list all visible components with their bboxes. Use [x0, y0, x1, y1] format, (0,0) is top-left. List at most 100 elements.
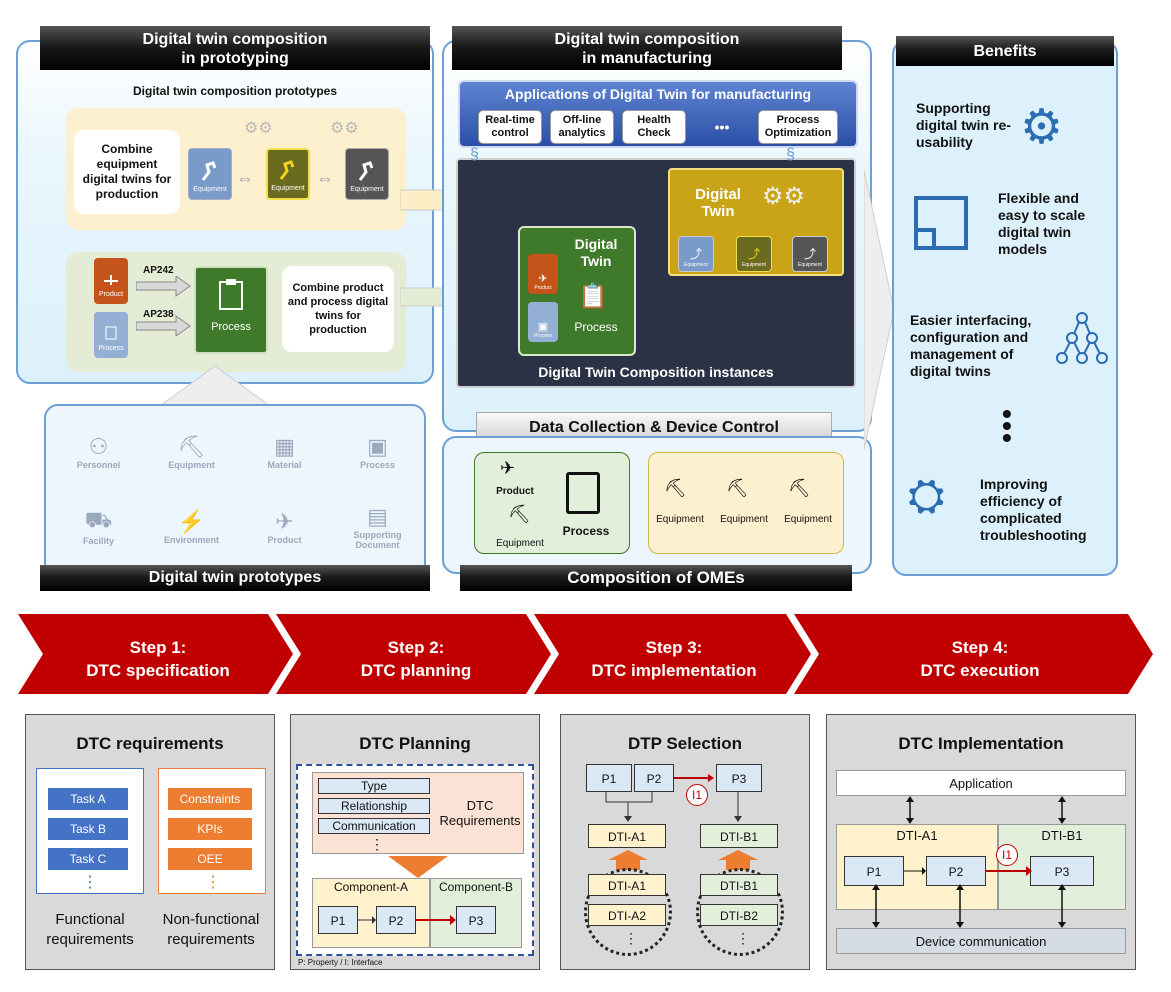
plan-p1: P1: [318, 906, 358, 934]
bidirectional-arrow-icon: ⇔: [236, 168, 254, 188]
nonfunctional-label: Non-functional requirements: [162, 911, 260, 948]
task-c: Task C: [48, 848, 128, 870]
impl-interface: I1: [996, 844, 1018, 866]
prototypes-footer: Digital twin prototypes: [40, 565, 430, 591]
steps-bar: [18, 614, 1153, 694]
functional-label: Functional requirements: [46, 911, 134, 948]
gear-cycle-icon: ⚙: [1020, 101, 1064, 154]
robot-arm-icon: ⤴: [803, 247, 816, 261]
robot-arm-icon: ⤴: [689, 247, 702, 261]
robot-arm-icon: ⛏: [726, 478, 749, 498]
robot-arm-icon: [279, 160, 295, 180]
impl-dti-b1-label: DTI-B1: [1041, 828, 1083, 843]
equipment-twin-gold: Equipment: [266, 148, 310, 200]
down-arrow: [388, 856, 448, 878]
sel-dti-b1-candidate: DTI-B1: [700, 874, 778, 896]
sel-dti-a1: DTI-A1: [588, 824, 666, 848]
facility-icon: ⛟: [84, 507, 113, 532]
vehicle-plane-icon: [104, 275, 118, 285]
nonfunctional-more: ⋮: [205, 874, 221, 891]
plan-communication: Communication: [318, 818, 430, 834]
ap238-label: AP238: [143, 309, 174, 320]
ome-product: Product: [496, 486, 534, 497]
impl-application: Application: [836, 770, 1126, 796]
step-3: Step 3:DTC implementation: [591, 638, 757, 680]
ome-right-box: [648, 452, 844, 554]
impl-device-comm: Device communication: [836, 928, 1126, 954]
combine-equipment-text: Combine equipment digital twins for prod…: [74, 130, 180, 214]
green-product: ✈Product: [528, 254, 558, 294]
plan-more: ⋮: [370, 836, 384, 852]
ome-left-box: [474, 452, 630, 554]
impl-lines: [872, 796, 1066, 928]
benefit-chevron: [864, 170, 895, 450]
environment-item: ⚡Environment: [163, 508, 219, 545]
prototypes-panel: [44, 404, 426, 578]
equipment-twin-title: Digital Twin: [695, 186, 741, 220]
small-equipment-gold: ⤴Equipment: [736, 236, 772, 272]
sel-circle-a: [584, 868, 672, 956]
functional-more: ⋮: [82, 874, 98, 891]
sel-lines: [605, 774, 742, 822]
impl-dti-a1-label: DTI-A1: [896, 828, 938, 843]
process-item: ▣Process: [359, 433, 396, 470]
environment-icon: ⚡: [177, 508, 206, 534]
robot-arm-icon: ⛏: [788, 478, 811, 498]
ome-process: Process: [562, 524, 610, 538]
benefit-1: Supporting digital twin re-usability: [916, 100, 1011, 150]
task-a: Task A: [48, 788, 128, 810]
process-twin-big: Process: [194, 266, 268, 354]
plan-p2: P2: [376, 906, 416, 934]
component-a-label: Component-A: [333, 880, 409, 894]
prototyping-header: Digital twin composition in prototyping: [40, 26, 430, 70]
ome-equipment-2: Equipment: [720, 514, 768, 525]
green-twin-title: Digital Twin: [574, 236, 618, 269]
implementation-title: DTC Implementation: [898, 734, 1064, 753]
impl-p1: P1: [844, 856, 904, 886]
plan-arrows: [358, 915, 456, 925]
green-process-label: Process: [574, 320, 618, 334]
robot-arm-icon: [201, 161, 217, 181]
sel-dti-b2: DTI-B2: [700, 904, 778, 926]
benefits-panel: [892, 40, 1118, 576]
ap242-label: AP242: [143, 265, 174, 276]
chain-link-icon: §: [470, 146, 479, 163]
sel-p1: P1: [586, 764, 632, 792]
material-item: ▦Material: [267, 433, 302, 470]
gears-icon: ⚙⚙: [244, 120, 273, 137]
sel-dti-a2: DTI-A2: [588, 904, 666, 926]
benefit-2: Flexible and easy to scale digital twin …: [998, 190, 1086, 257]
gears-icon: ⚙⚙: [330, 120, 359, 137]
plan-relationship: Relationship: [318, 798, 430, 814]
network-icon: [1056, 312, 1108, 364]
oee: OEE: [168, 848, 252, 870]
planning-legend: P: Property / I: Interface: [298, 958, 383, 967]
benefit-3: Easier interfacing, configuration and ma…: [910, 312, 1032, 379]
component-b: [430, 878, 522, 948]
app-optimization: Process Optimization: [758, 110, 838, 144]
dtc-req-label: DTC Requirements: [439, 798, 521, 828]
app-offline: Off-line analytics: [550, 110, 614, 144]
equipment-twin-gray: Equipment: [345, 148, 389, 200]
product-item: ✈Product: [267, 508, 302, 545]
sel-dti-b1: DTI-B1: [700, 824, 778, 848]
ome-equipment-left: Equipment: [496, 538, 544, 549]
facility-item: ⛟Facility: [82, 507, 114, 546]
expand-inner-icon: [914, 228, 936, 250]
sel-interface: I1: [686, 784, 708, 806]
sel-more-b: ⋮: [736, 930, 750, 946]
prototype-grid: ⚇Personnel ⛏Equipment ▦Material ▣Process…: [52, 414, 424, 564]
green-process-small: ▣Process: [528, 302, 558, 342]
vehicle-plane-icon: ✈: [275, 508, 294, 534]
expand-icon: [914, 196, 968, 250]
app-realtime: Real-time control: [478, 110, 542, 144]
apps-title: Applications of Digital Twin for manufac…: [504, 86, 812, 102]
kpis: KPIs: [168, 818, 252, 840]
benefit-ellipsis: •••: [1002, 398, 1012, 453]
benefit-4: Improving efficiency of complicated trou…: [980, 476, 1087, 543]
vehicle-plane-icon: ✈: [500, 458, 516, 478]
clipboard-icon: [219, 279, 243, 310]
sel-more-a: ⋮: [624, 930, 638, 946]
ome-equipment-1: Equipment: [656, 514, 704, 525]
clipboard-icon: ▣: [367, 433, 388, 459]
